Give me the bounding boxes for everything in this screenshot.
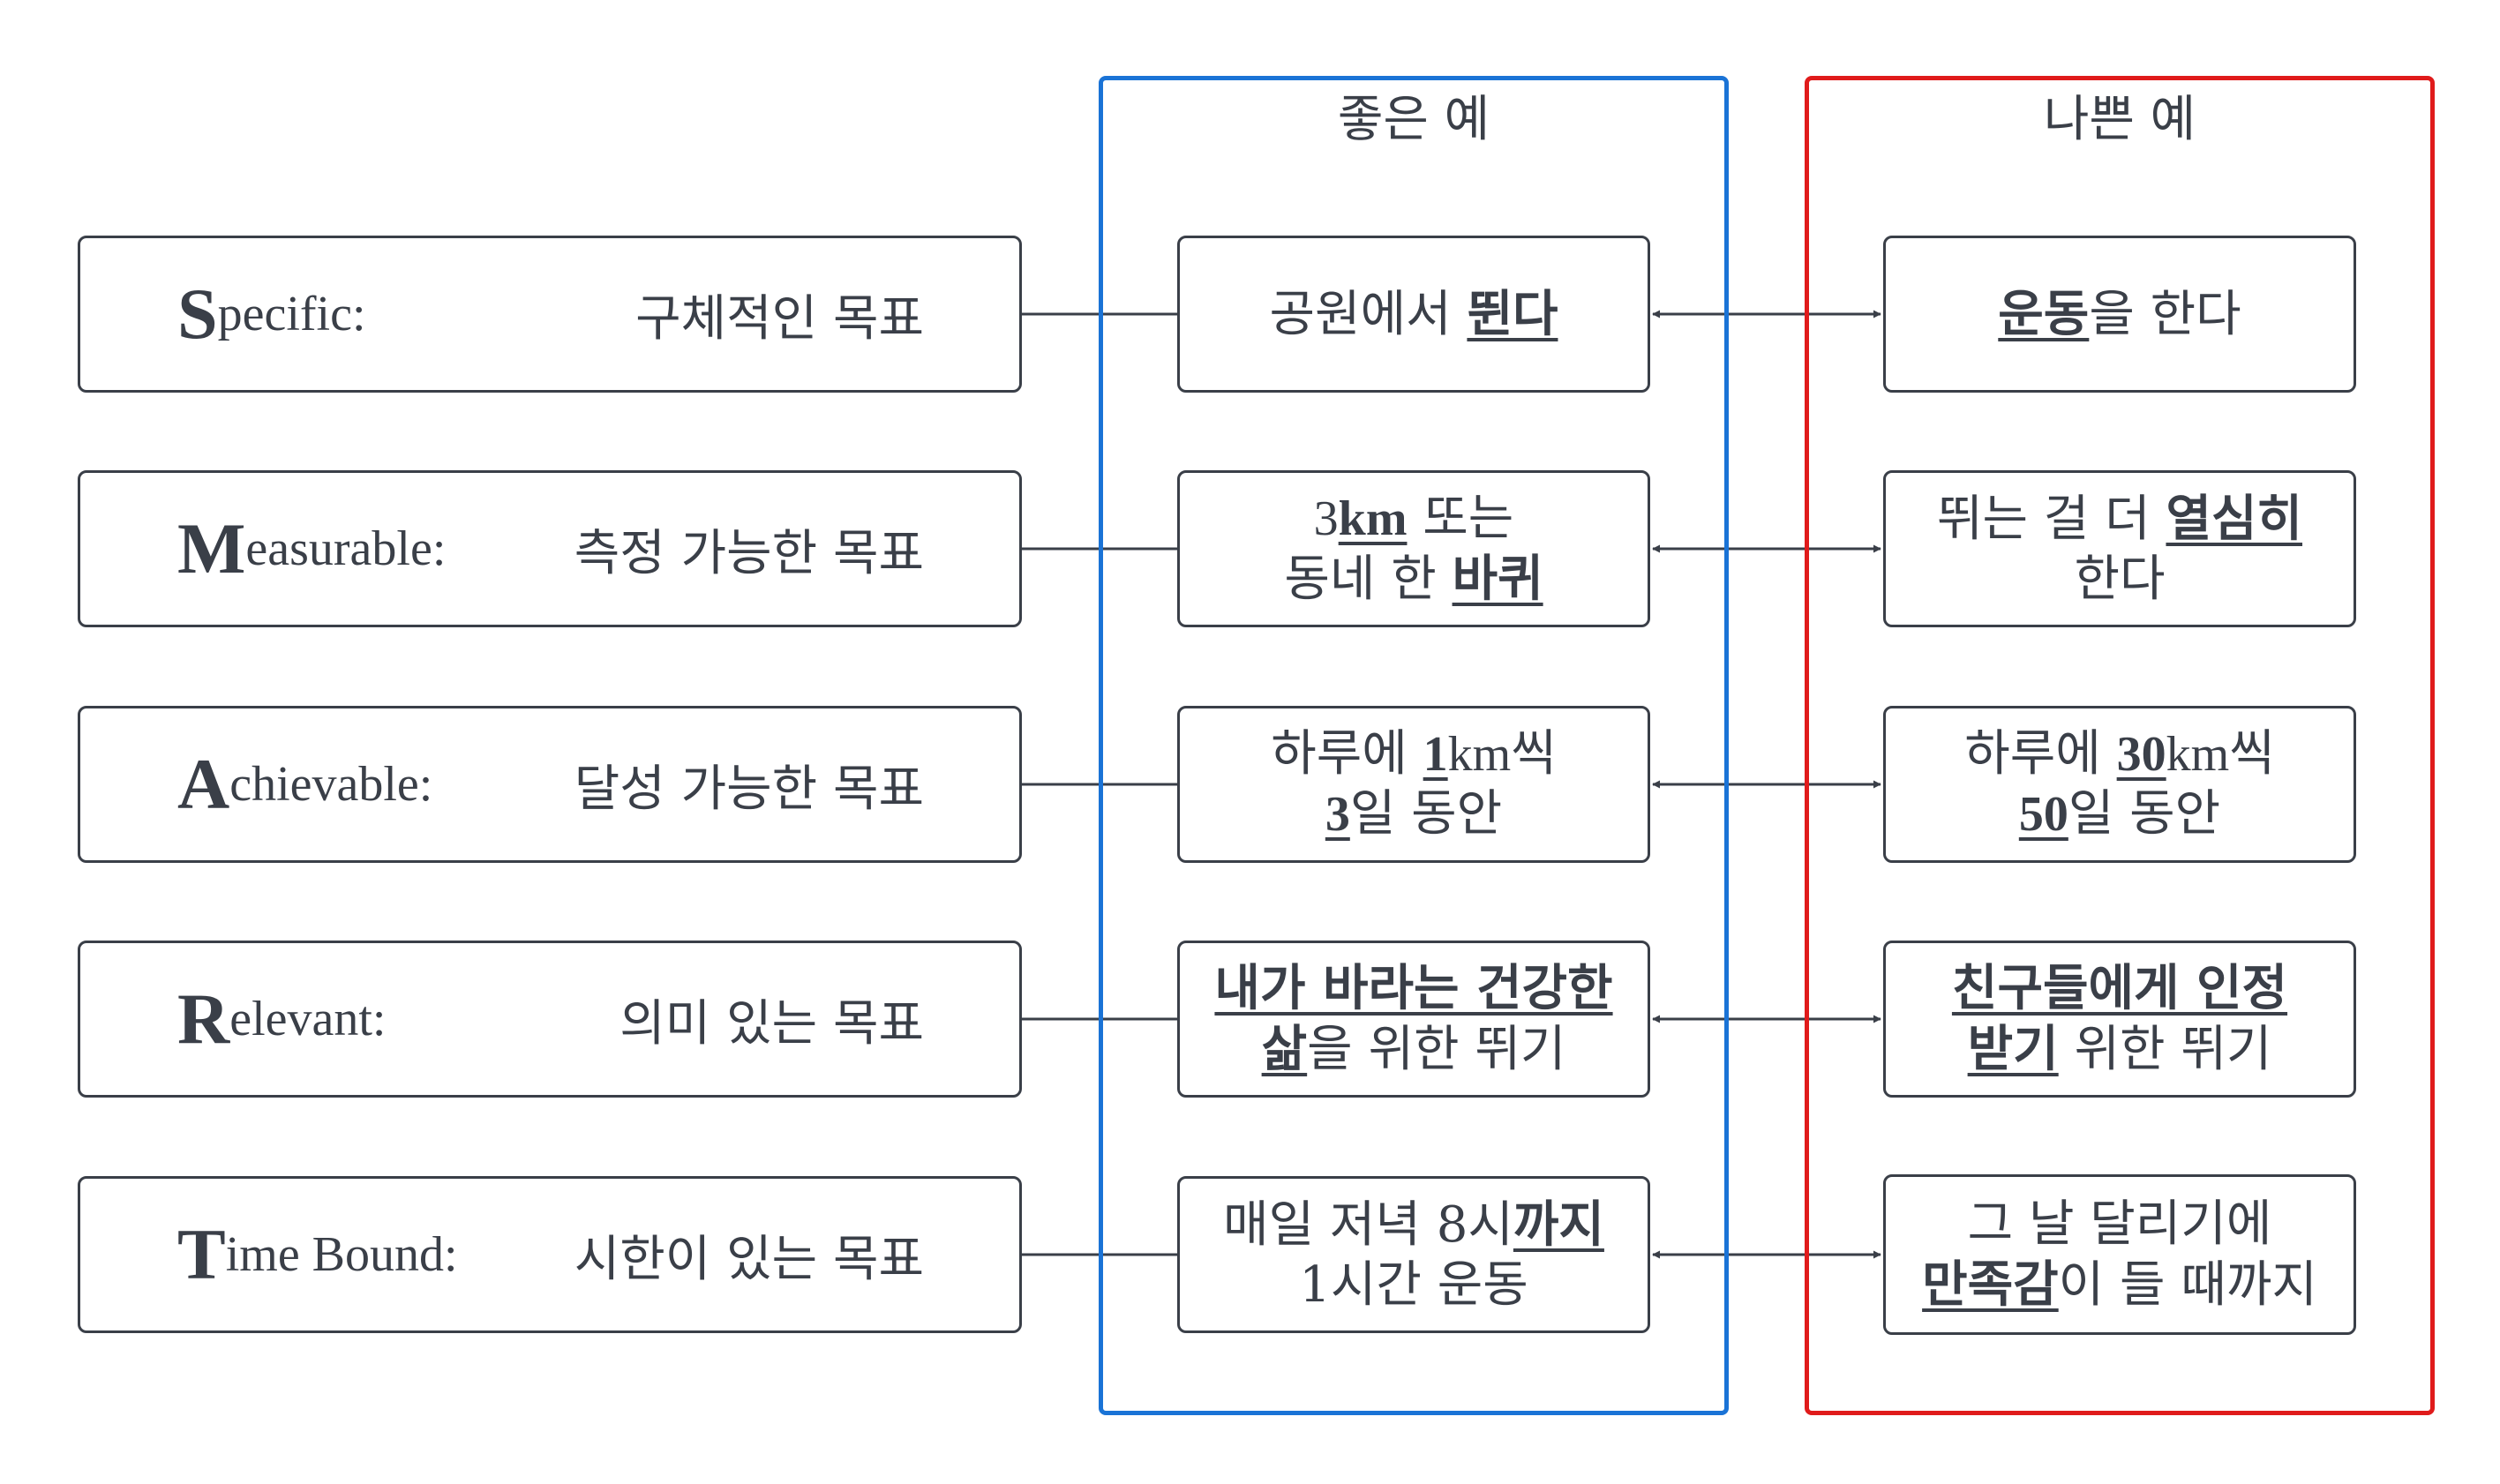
criterion-korean: 달성 가능한 목표 <box>574 760 924 818</box>
bad-example-title: 나쁜 예 <box>2043 91 2196 148</box>
bad-example-specific: 운동을 한다 <box>1883 236 2356 393</box>
bad-example-group <box>1805 76 2435 1415</box>
criterion-korean: 구체적인 목표 <box>635 289 924 348</box>
good-example-group <box>1099 76 1729 1415</box>
criterion-korean: 시한이 있는 목표 <box>574 1230 924 1288</box>
good-example-title: 좋은 예 <box>1337 91 1490 148</box>
good-example-specific: 공원에서 뛴다 <box>1177 236 1650 393</box>
criterion-korean: 측정 가능한 목표 <box>574 524 924 582</box>
criterion-korean: 의미 있는 목표 <box>619 994 924 1053</box>
